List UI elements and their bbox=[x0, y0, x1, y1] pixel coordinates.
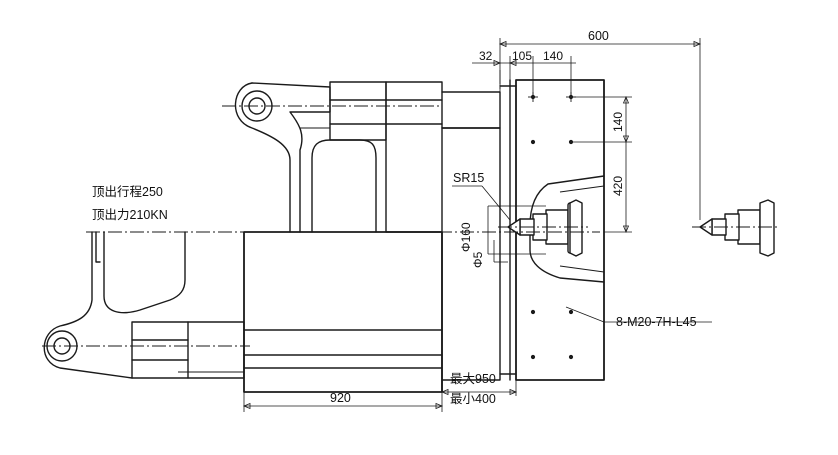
dim-140-side: 140 bbox=[611, 112, 625, 132]
label-dia-160: Φ160 bbox=[459, 222, 473, 252]
dim-140-top: 140 bbox=[543, 49, 563, 63]
label-dia-5: Φ5 bbox=[471, 251, 485, 268]
dim-920: 920 bbox=[330, 391, 351, 405]
label-max-open: 最大950 bbox=[450, 372, 496, 386]
label-ejector-stroke: 顶出行程250 bbox=[92, 184, 163, 199]
upper-crosshead bbox=[329, 81, 501, 233]
label-thread: 8-M20-7H-L45 bbox=[616, 315, 697, 329]
dimension-lines bbox=[242, 38, 712, 412]
moving-platen bbox=[243, 127, 501, 393]
label-ejector-force: 顶出力210KN bbox=[92, 208, 168, 222]
labels: 顶出行程250 顶出力210KN SR15 Φ160 Φ5 8-M20-7H-L… bbox=[92, 29, 697, 406]
dim-32: 32 bbox=[479, 49, 493, 63]
dim-105: 105 bbox=[512, 49, 532, 63]
detached-nozzle bbox=[699, 199, 775, 257]
label-radius: SR15 bbox=[453, 171, 484, 185]
dim-420: 420 bbox=[611, 176, 625, 196]
dim-600: 600 bbox=[588, 29, 609, 43]
nozzle-bell bbox=[529, 175, 605, 283]
lower-toggle-link bbox=[43, 231, 245, 379]
nozzle-assembly bbox=[507, 199, 583, 257]
label-min-open: 最小400 bbox=[450, 392, 496, 406]
upper-toggle-link bbox=[234, 82, 377, 233]
